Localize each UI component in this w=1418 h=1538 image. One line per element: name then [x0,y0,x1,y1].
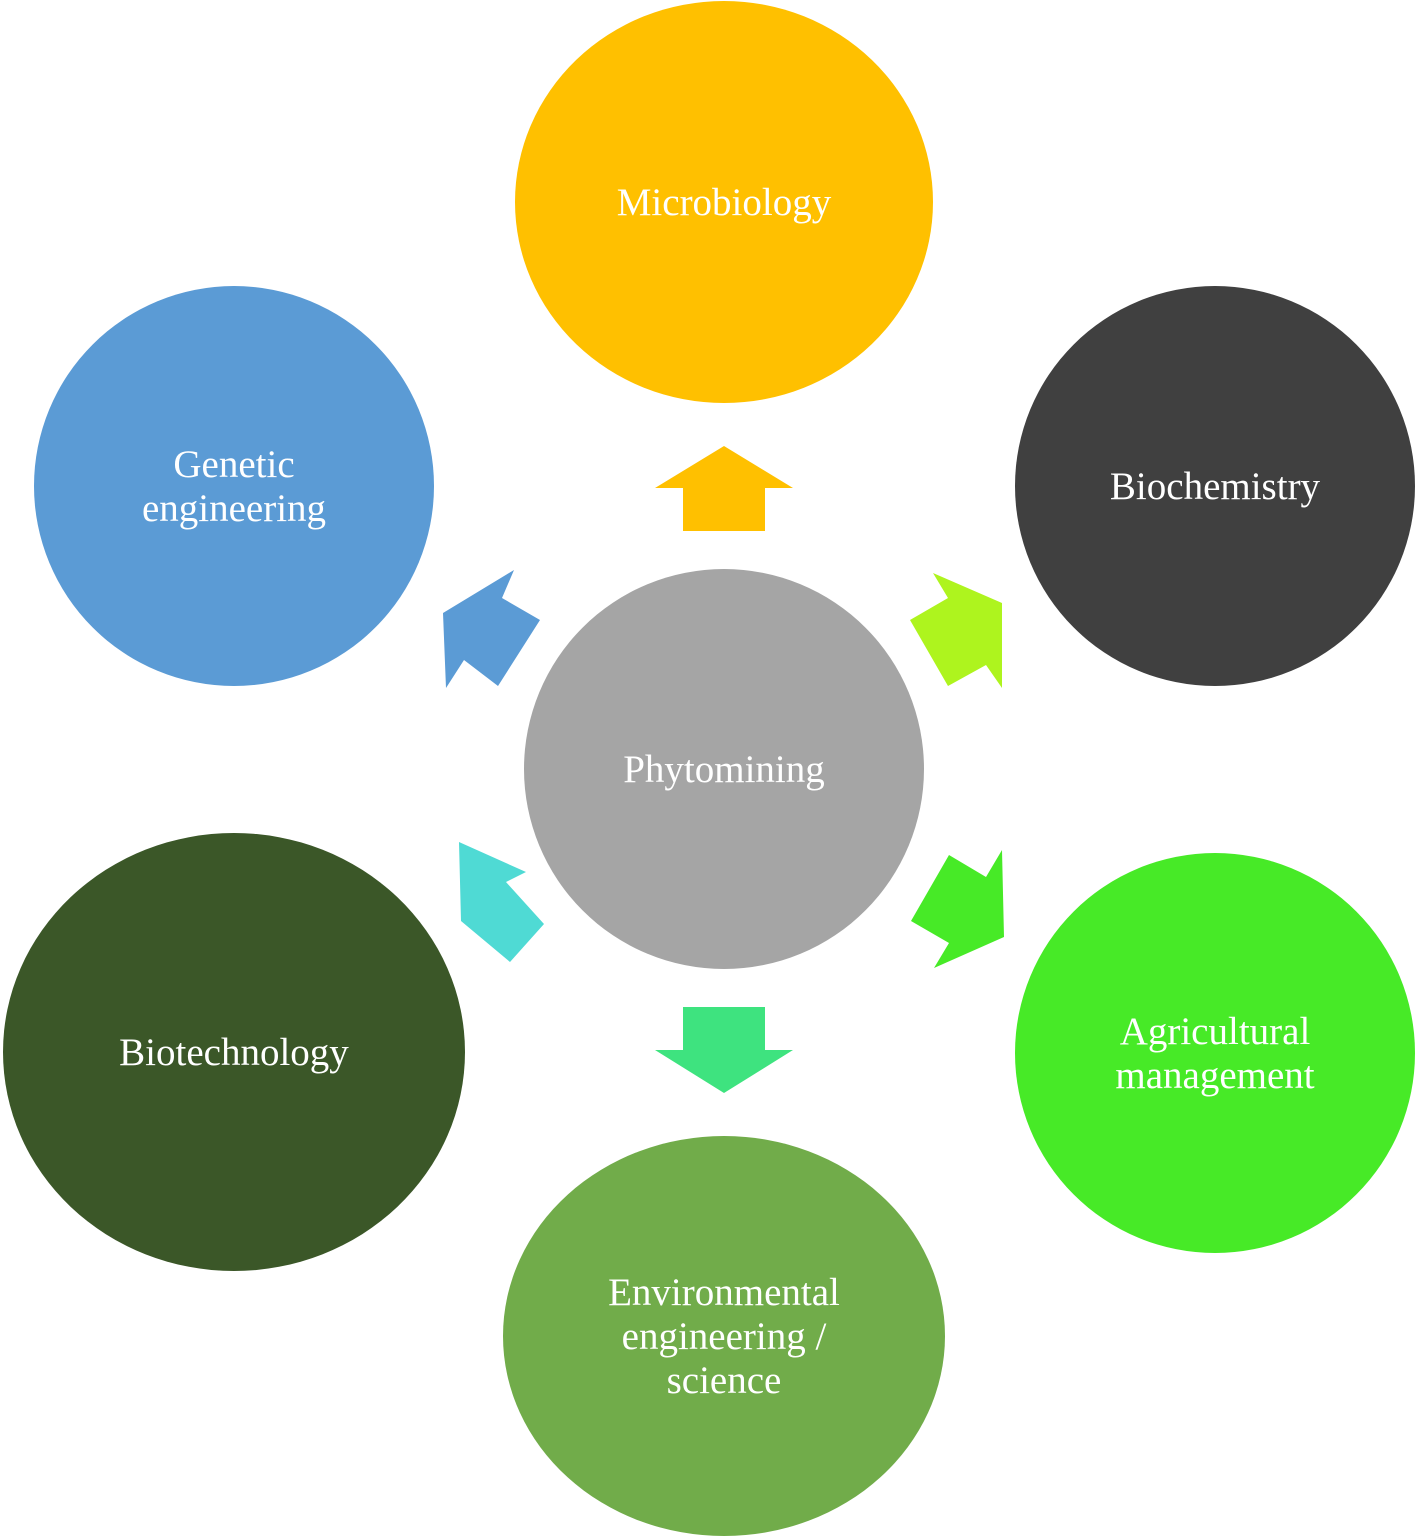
center-label: Phytomining [623,748,825,791]
label-line: Environmental [608,1271,840,1314]
label-line: Biotechnology [119,1031,349,1074]
center-node-phytomining: Phytomining [524,569,924,969]
label-line: Phytomining [623,748,825,791]
label-line: engineering / [622,1315,827,1358]
arrow-to-microbiology [655,446,793,531]
node-biotechnology: Biotechnology [3,833,465,1271]
label-line: science [667,1359,782,1402]
label-line: Genetic [173,443,294,486]
node-label: Microbiology [617,181,832,224]
arrow-to-genetic-engineering [443,570,540,688]
node-microbiology: Microbiology [515,1,933,403]
arrow-to-agricultural-management [911,850,1004,968]
label-line: engineering [142,487,326,530]
arrow-to-biochemistry [910,573,1002,688]
label-line: Biochemistry [1110,465,1321,508]
label-line: Agricultural [1120,1010,1311,1053]
node-label: Biotechnology [119,1031,349,1074]
node-label: Biochemistry [1110,465,1321,508]
arrow-to-biotechnology [459,842,544,962]
label-line: Microbiology [617,181,832,224]
node-biochemistry: Biochemistry [1015,286,1415,686]
arrow-to-environmental-engineering-science [655,1007,793,1093]
label-line: management [1115,1054,1314,1097]
